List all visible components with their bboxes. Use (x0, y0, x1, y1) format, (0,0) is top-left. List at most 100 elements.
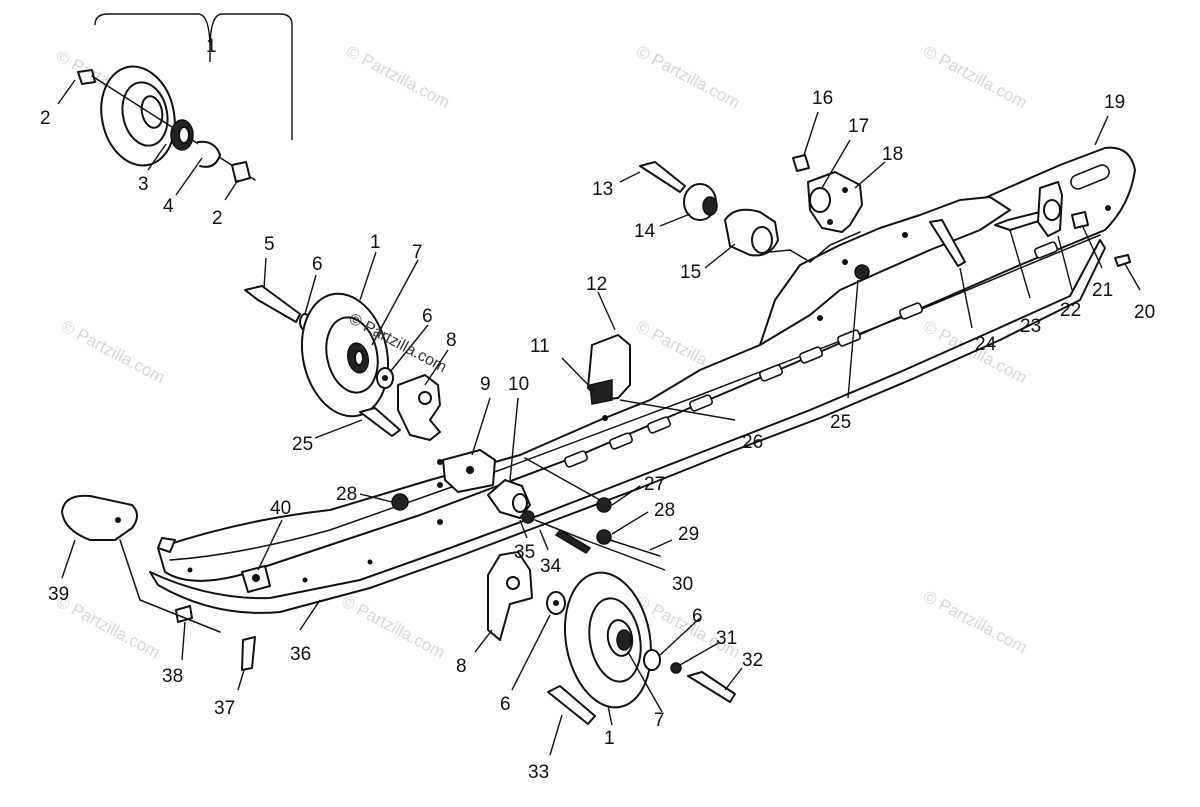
callout-label: 8 (456, 656, 467, 677)
callout-label: 9 (480, 374, 491, 395)
callout-label: 1 (604, 728, 615, 749)
mount-hole (827, 219, 833, 225)
callout-label: 31 (716, 628, 737, 649)
callout-label: 22 (1060, 300, 1081, 321)
rail-hole (437, 459, 443, 465)
callout-label: 23 (1020, 316, 1041, 337)
callout-label: 6 (692, 606, 703, 627)
callout-label: 2 (40, 108, 51, 129)
rail-hole (437, 519, 443, 525)
callout-label: 34 (540, 556, 562, 577)
rail-slot (1070, 164, 1110, 190)
bolt (241, 636, 256, 671)
bolt (639, 161, 686, 193)
wheel-bearing (616, 629, 632, 651)
callout-label: 18 (882, 144, 903, 165)
bolt (359, 407, 401, 437)
bearing-inner (178, 126, 190, 144)
callout-label: 25 (830, 412, 851, 433)
rail-hole (367, 559, 373, 565)
callout-label: 21 (1092, 280, 1113, 301)
wheel-bearing-inner (354, 350, 364, 366)
axle-bracket (397, 374, 441, 441)
callout-label: 24 (975, 334, 997, 355)
watermark: © Partzilla.com (338, 592, 448, 663)
arm-bushing-bore (512, 493, 528, 513)
bolt (554, 529, 592, 554)
bolt (929, 219, 966, 267)
lock-washer (670, 662, 682, 674)
callout-label: 6 (312, 254, 323, 275)
nut (391, 493, 409, 511)
tip-cap (61, 494, 138, 541)
rail-slot (609, 432, 633, 450)
bracket-hole (418, 391, 432, 405)
rear-fittings (854, 181, 1131, 280)
rail-hole (437, 482, 443, 488)
rail-hole (602, 415, 608, 421)
callout-label: 5 (264, 234, 275, 255)
rail-slot (837, 329, 861, 347)
callout-label: 28 (654, 500, 675, 521)
rail-hole (1105, 205, 1111, 211)
callout-label: 12 (586, 274, 607, 295)
mount-hole (842, 187, 848, 193)
callout-label: 39 (48, 584, 69, 605)
mount-bracket (807, 171, 863, 233)
bracket-line (94, 13, 293, 140)
washer (596, 529, 612, 545)
pin (524, 457, 601, 501)
bolt (244, 285, 301, 323)
snap-ring (197, 140, 221, 168)
watermark: © Partzilla.com (58, 317, 168, 388)
callout-label: 4 (163, 196, 174, 217)
callout-label: 2 (212, 208, 223, 229)
rear-pin (1114, 254, 1131, 267)
hinge-knuckle (589, 379, 613, 405)
callout-label: 27 (644, 474, 665, 495)
bolt (547, 685, 596, 725)
bracket-hole (506, 576, 520, 590)
watermark: © Partzilla.com (920, 42, 1030, 113)
callout-label: 38 (162, 666, 183, 687)
tip-cap-hole (115, 517, 121, 523)
leader-lines (57, 79, 1141, 756)
callout-label: 25 (292, 434, 313, 455)
nut (854, 264, 870, 280)
callout-label: 28 (336, 484, 357, 505)
plate-hole (466, 466, 474, 474)
callout-label: 26 (742, 432, 763, 453)
callout-label: 10 (508, 374, 529, 395)
mount-arm (769, 231, 861, 263)
callout-label: 40 (270, 498, 291, 519)
washer (643, 649, 661, 671)
pin (609, 539, 661, 557)
callout-label: 19 (1104, 92, 1125, 113)
callout-label: 20 (1134, 302, 1155, 323)
rail-hole (302, 577, 308, 583)
bolt (687, 671, 736, 703)
leader (119, 539, 221, 633)
callout-label: 13 (592, 179, 613, 200)
rail-slot (689, 394, 713, 412)
rail-hole (902, 232, 908, 238)
rail-hole (817, 315, 823, 321)
callout-label: 14 (634, 221, 656, 242)
wheel-hub (140, 95, 164, 129)
axle-bracket (487, 551, 533, 641)
rail-slot (564, 450, 588, 468)
callout-label: 3 (138, 174, 149, 195)
callout-label: 35 (514, 542, 535, 563)
callout-label: 29 (678, 524, 699, 545)
callout-label: 1 (370, 232, 381, 253)
mount-bracket-hole (809, 187, 831, 213)
rail-slot (647, 416, 671, 434)
nut (231, 161, 251, 183)
rail-slot (899, 302, 923, 320)
shock-mount-parts (639, 154, 863, 263)
rail-slot (1034, 241, 1058, 259)
spacer-bore (751, 226, 773, 254)
washer-hole (553, 600, 559, 606)
front-tip-parts (61, 494, 271, 671)
